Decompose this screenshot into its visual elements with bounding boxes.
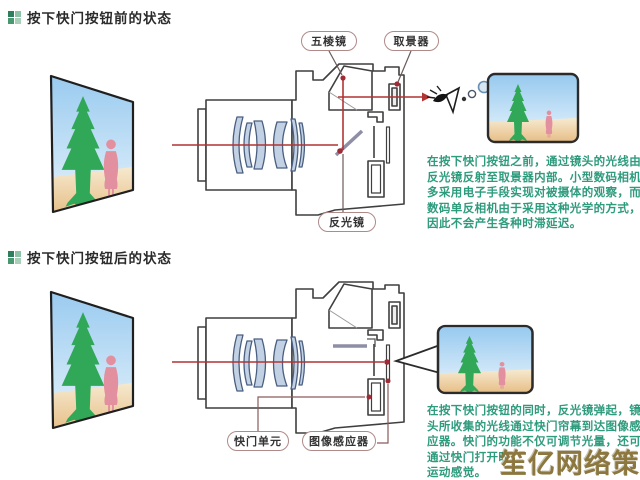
camera-after: [197, 281, 405, 434]
desc-line: 反光镜反射至取景器内部。小型数码相机: [427, 171, 640, 184]
description-after: 在按下快门按钮的同时，反光镜弹起，镜 头所收集的光线通过快门帘幕到达图像感 应器…: [427, 404, 640, 480]
desc-line: 在按下快门按钮的同时，反光镜弹起，镜: [427, 405, 640, 417]
ray-arrowhead: [422, 92, 431, 102]
watermark: 笙亿网络策划: [500, 449, 640, 479]
label-image-sensor: 图像感应器: [302, 431, 376, 451]
section-title-before: 按下快门按钮前的状态: [8, 7, 172, 27]
label-connectors-after: [257, 384, 389, 444]
marker-dots-after: [366, 359, 391, 400]
desc-line: 数码单反相机由于采用这种光学的方式，: [427, 202, 640, 215]
section-bullet-icon: [8, 10, 21, 24]
desc-line: 多采用电子手段实现对被摄体的观察，而: [427, 187, 640, 200]
section-title-text: 按下快门按钮前的状态: [27, 11, 172, 26]
desc-line: 头所收集的光线通过快门帘幕到达图像感: [427, 420, 640, 433]
desc-line: 在按下快门按钮之前，通过镜头的光线由: [427, 156, 640, 168]
section-title-after: 按下快门按钮后的状态: [8, 247, 172, 267]
label-pentaprism: 五棱镜: [301, 31, 357, 51]
label-reflex-mirror: 反光镜: [318, 212, 376, 232]
section-title-text: 按下快门按钮后的状态: [27, 251, 172, 266]
description-before: 在按下快门按钮之前，通过镜头的光线由 反光镜反射至取景器内部。小型数码相机 多采…: [427, 155, 640, 233]
mirror-hinge: [367, 338, 376, 347]
marker-dots-before: [337, 75, 400, 154]
desc-line: 运动感觉。: [427, 467, 487, 480]
viewfinder-image: [488, 74, 578, 142]
desc-line: 因此不会产生各种时滞延迟。: [427, 218, 582, 231]
section-after-art: [45, 281, 533, 444]
eye-icon: [426, 85, 461, 115]
section-bullet-icon: [8, 250, 21, 264]
label-viewfinder: 取景器: [384, 31, 439, 51]
label-shutter-unit: 快门单元: [227, 431, 289, 451]
desc-line: 通过快门打开时: [427, 451, 511, 464]
light-ray-before: [172, 79, 422, 150]
thought-trail-icon: [461, 80, 491, 102]
captured-image: [438, 326, 533, 393]
scene-after: [45, 286, 140, 436]
desc-line: 应器。快门的功能不仅可调节光量，还可: [427, 436, 640, 449]
camera-before: [197, 63, 405, 216]
scene-before: [45, 70, 140, 220]
label-connectors-before: [328, 50, 412, 212]
section-before-art: [45, 50, 578, 220]
